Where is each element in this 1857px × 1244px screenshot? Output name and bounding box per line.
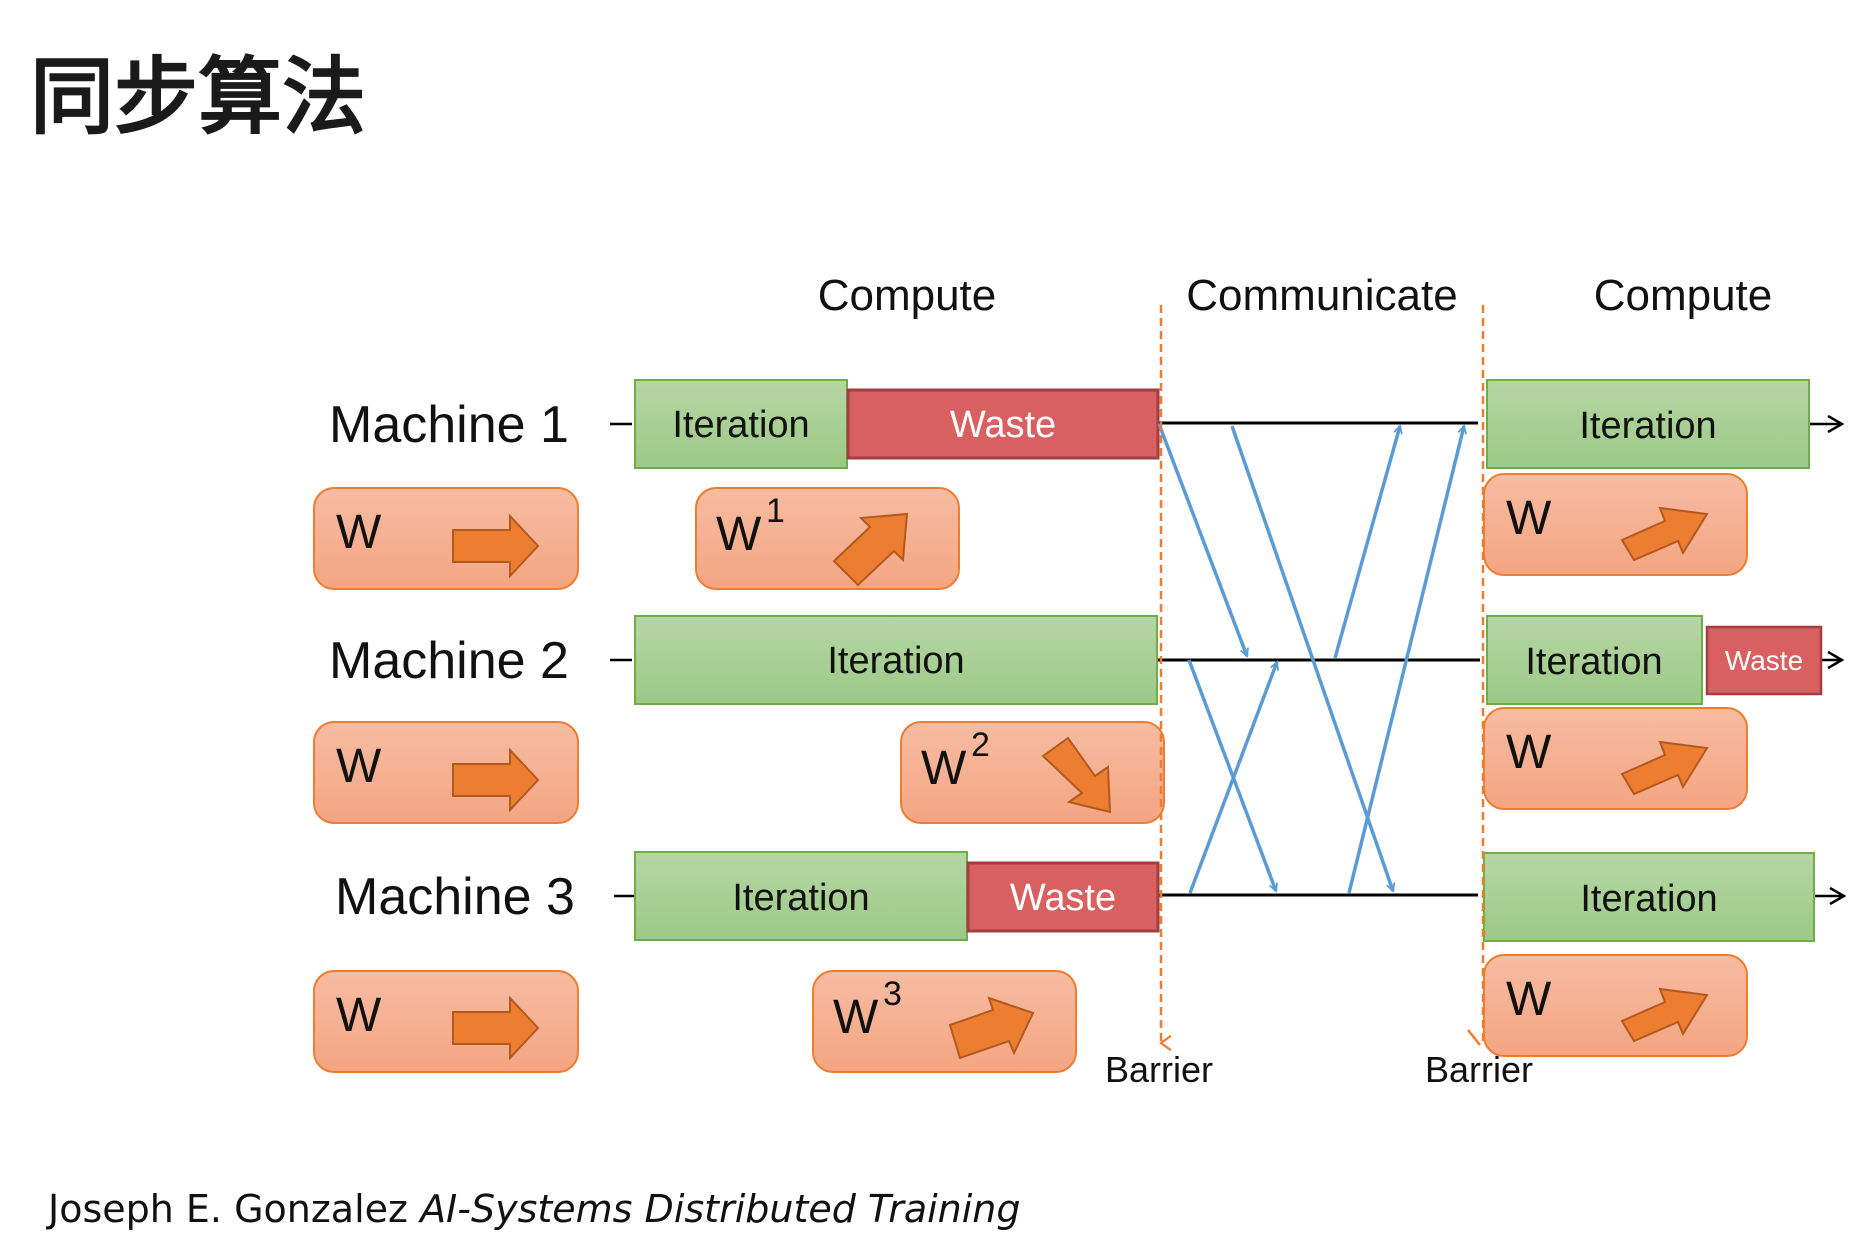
weight-label: W bbox=[833, 991, 879, 1044]
machine-2-compute: Iteration bbox=[634, 615, 1158, 705]
weight-superscript: 3 bbox=[883, 975, 902, 1013]
iteration-block bbox=[634, 615, 1158, 705]
waste-block bbox=[1705, 625, 1823, 696]
weight-box-m2-next: W bbox=[1483, 707, 1748, 810]
machine-3-next-compute: Iteration bbox=[1483, 852, 1815, 942]
weight-label: W bbox=[1506, 973, 1552, 1026]
arrow-up-right-icon bbox=[1620, 506, 1709, 562]
iteration-label: Iteration bbox=[672, 404, 809, 446]
barrier-2: Barrier bbox=[1425, 305, 1533, 1090]
message-arrow-machine-3-to-machine-1 bbox=[1347, 426, 1464, 894]
message-arrow-machine-1-to-machine-3 bbox=[1230, 425, 1393, 891]
barrier-arrowhead bbox=[1467, 1029, 1481, 1046]
waste-label: Waste bbox=[1725, 645, 1803, 676]
barrier-label: Barrier bbox=[1105, 1049, 1213, 1090]
machine-1-next-compute: Iteration bbox=[1486, 379, 1810, 469]
message-arrow-machine-3-to-machine-2 bbox=[1188, 662, 1277, 894]
weight-box-m3-updated: W 3 bbox=[812, 970, 1077, 1073]
weight-box-m3-next: W bbox=[1483, 954, 1748, 1057]
weight-label: W bbox=[716, 508, 762, 561]
weight-box-m1-initial: W bbox=[313, 487, 579, 590]
footer-course: AI-Systems Distributed Training bbox=[417, 1187, 1020, 1231]
weight-label: W bbox=[336, 989, 382, 1042]
weight-label: W bbox=[336, 506, 382, 559]
weight-superscript: 1 bbox=[766, 492, 785, 530]
waste-label: Waste bbox=[950, 404, 1056, 446]
arrow-down-right-icon bbox=[1041, 736, 1112, 814]
machine-2-next-compute: Iteration Waste bbox=[1486, 615, 1823, 705]
weight-box-m2-updated: W 2 bbox=[900, 721, 1165, 824]
iteration-label: Iteration bbox=[732, 877, 869, 919]
weight-label: W bbox=[336, 740, 382, 793]
footer-citation: Joseph E. Gonzalez AI-Systems Distribute… bbox=[46, 1187, 1021, 1231]
communication-messages bbox=[1157, 423, 1464, 894]
slide-title: 同步算法 bbox=[30, 48, 366, 146]
iteration-label: Iteration bbox=[1580, 878, 1717, 920]
machine-1-label: Machine 1 bbox=[329, 396, 569, 454]
arrow-up-right-icon bbox=[832, 512, 909, 587]
iteration-block bbox=[1486, 379, 1810, 469]
weight-box-m1-next: W bbox=[1483, 473, 1748, 576]
phase-header-communicate: Communicate bbox=[1186, 271, 1457, 320]
weight-box-m2-initial: W bbox=[313, 721, 579, 824]
barrier-label: Barrier bbox=[1425, 1049, 1533, 1090]
waste-block bbox=[966, 861, 1160, 933]
weight-box-m1-updated: W 1 bbox=[695, 487, 960, 590]
weight-label: W bbox=[921, 742, 967, 795]
message-arrow-machine-2-to-machine-1 bbox=[1333, 426, 1400, 659]
waste-block bbox=[846, 388, 1160, 460]
iteration-block bbox=[634, 851, 968, 941]
arrow-up-right-icon bbox=[948, 996, 1035, 1060]
phase-header-compute: Compute bbox=[818, 271, 997, 320]
iteration-block bbox=[1483, 852, 1815, 942]
machine-1-compute: Iteration Waste bbox=[634, 379, 1160, 469]
arrow-up-right-icon bbox=[1620, 740, 1709, 796]
iteration-block bbox=[1486, 615, 1703, 705]
weight-label: W bbox=[1506, 726, 1552, 779]
arrow-up-right-icon bbox=[1620, 987, 1709, 1043]
arrow-right-icon bbox=[452, 513, 540, 579]
iteration-label: Iteration bbox=[1579, 405, 1716, 447]
machine-2-label: Machine 2 bbox=[329, 632, 569, 690]
iteration-label: Iteration bbox=[827, 640, 964, 682]
waste-label: Waste bbox=[1010, 877, 1116, 919]
machine-3-label: Machine 3 bbox=[335, 868, 575, 926]
iteration-label: Iteration bbox=[1525, 641, 1662, 683]
phase-header-compute-next: Compute bbox=[1594, 271, 1773, 320]
arrow-right-icon bbox=[452, 747, 540, 813]
footer-author: Joseph E. Gonzalez bbox=[46, 1187, 420, 1231]
weight-label: W bbox=[1506, 492, 1552, 545]
weight-superscript: 2 bbox=[971, 726, 990, 764]
barrier-1: Barrier bbox=[1105, 305, 1213, 1090]
message-arrow-machine-1-to-machine-2 bbox=[1157, 423, 1247, 656]
weight-box-m3-initial: W bbox=[313, 970, 579, 1073]
machine-3-compute: Iteration Waste bbox=[634, 851, 1160, 941]
arrow-right-icon bbox=[452, 995, 540, 1061]
